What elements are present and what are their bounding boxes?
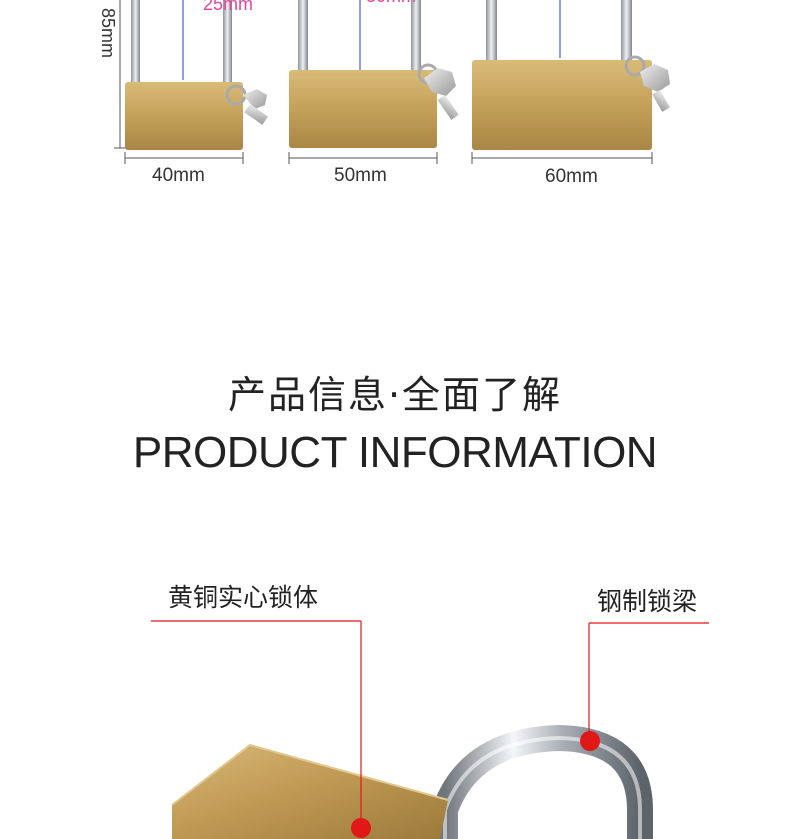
width-label-60mm: 60mm <box>545 166 598 187</box>
shackle-dimension-label-2: 30mm <box>366 0 416 7</box>
padlock-60mm <box>472 0 670 150</box>
height-dimension-label: 85mm <box>98 8 118 59</box>
padlock-50mm <box>289 0 459 148</box>
padlock-closeup-image <box>151 620 709 839</box>
callout-steel-shackle-label: 钢制锁梁 <box>597 587 698 616</box>
padlock-size-diagram <box>114 0 670 164</box>
width-label-50mm: 50mm <box>334 165 387 186</box>
section-title-english: PRODUCT INFORMATION <box>132 428 658 477</box>
padlock-40mm <box>125 0 269 150</box>
section-title-chinese: 产品信息·全面了解 <box>227 373 563 417</box>
width-label-40mm: 40mm <box>152 165 205 186</box>
callout-brass-body-label: 黄铜实心锁体 <box>168 583 319 612</box>
shackle-dimension-label-1: 25mm <box>203 0 254 14</box>
